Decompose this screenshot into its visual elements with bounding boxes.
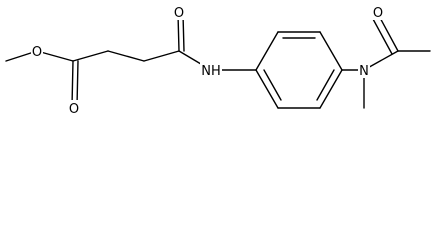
bond-chain-c3-amide-c [143,50,180,62]
atom-ester-oxygen: O [31,43,43,60]
bond-ring-1 [255,31,279,71]
bond-carbonyl-c-o-1a [71,60,74,107]
atom-amide-nitrogen: NH [200,62,222,79]
atom-amine-nitrogen: N [358,62,370,79]
bond-ring-4 [319,69,343,109]
atom-labels-layer: O O O NH N O [31,4,384,117]
chemical-structure-diagram: O O O NH N O [5,4,431,117]
bond-ring-inner-left [263,69,282,101]
atom-carbonyl-oxygen-1: O [68,100,80,117]
bond-ring-inner-right [316,69,335,101]
bonds-layer [5,13,431,109]
atom-carbonyl-oxygen-2: O [173,4,185,21]
bond-ring-3 [319,31,343,71]
bond-chain-c1-c2 [72,50,109,62]
atom-label-amine-n: N [359,64,369,79]
atom-acetyl-oxygen: O [372,4,384,21]
atom-label-amide-nh: NH [201,64,221,79]
atom-label-ester-o: O [32,45,42,60]
bond-carbonyl-c-o-1b [76,60,79,107]
bond-ring-6 [255,69,279,109]
atom-label-acetyl-o: O [373,6,383,21]
bond-acetyl-c-o-b [372,18,393,55]
atom-label-carbonyl-o-2: O [174,6,184,21]
bond-amide-c-o-b [182,13,185,52]
bond-chain-c2-c3 [107,50,145,62]
atom-label-carbonyl-o-1: O [69,102,79,117]
bond-acetyl-c-o-a [377,13,399,52]
bond-amide-c-o-a [177,13,180,52]
